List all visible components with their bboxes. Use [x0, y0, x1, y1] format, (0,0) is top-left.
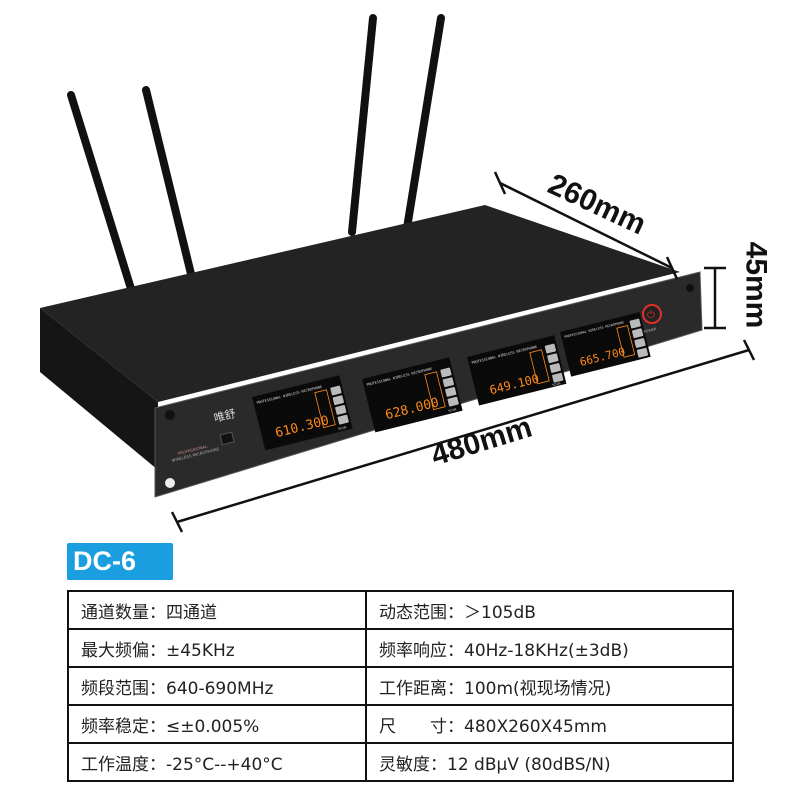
spec-cell: 尺 寸：480X260X45mm — [365, 704, 734, 744]
button[interactable] — [634, 338, 646, 348]
dimension-lines — [170, 171, 756, 533]
chassis-top — [40, 205, 680, 402]
chassis-side — [40, 308, 158, 470]
brand-logo: 唯舒 — [212, 406, 237, 425]
power-icon: ⏻ — [647, 310, 655, 321]
channel-display-1: PROFESSIONAL WIRELESS MICROPHONE 610.300… — [252, 375, 353, 451]
scan-button[interactable] — [552, 372, 564, 383]
antenna-2 — [142, 86, 196, 282]
scan-label: SCAN — [448, 407, 457, 413]
antenna-4 — [403, 14, 445, 232]
power-label: POWER — [643, 327, 657, 334]
channel-display-2: PROFESSIONAL WIRELESS MICROPHONE 628.000… — [362, 357, 463, 433]
button[interactable] — [547, 353, 559, 364]
spec-cell: 频段范围：640-690MHz — [67, 666, 367, 706]
scan-button[interactable] — [447, 396, 459, 407]
spec-cell: 通道数量：四通道 — [67, 590, 367, 630]
spec-cell: 灵敏度：12 dBμV (80dBS/N) — [365, 742, 734, 782]
spec-cell: 工作温度：-25°C--+40°C — [67, 742, 367, 782]
button[interactable] — [632, 328, 644, 339]
height-dimension-label: 45mm — [739, 241, 773, 329]
button[interactable] — [442, 377, 455, 388]
spec-cell: 频率响应：40Hz-18KHz(±3dB) — [365, 628, 734, 668]
antenna-1 — [67, 91, 136, 296]
scan-label: SCAN — [338, 425, 347, 431]
scan-label: SCAN — [552, 381, 561, 387]
rack-hole-icon — [686, 284, 694, 292]
table-row: 频率稳定：≤±0.005%尺 寸：480X260X45mm — [67, 704, 734, 744]
ir-window — [219, 431, 235, 446]
button[interactable] — [335, 405, 347, 415]
rack-hole-icon — [165, 478, 175, 488]
scan-button[interactable] — [636, 347, 649, 358]
scan-button[interactable] — [337, 414, 349, 425]
receiver-product-image: 唯舒 PROFESSIONAL WIRELESS MICROPHONE PROF… — [40, 14, 756, 533]
antennas — [67, 14, 445, 296]
spec-cell: 频率稳定：≤±0.005% — [67, 704, 367, 744]
spec-cell: 动态范围：＞105dB — [365, 590, 734, 630]
button[interactable] — [332, 395, 345, 406]
button[interactable] — [445, 387, 457, 397]
rack-hole-icon — [165, 410, 175, 420]
spec-cell: 工作距离：100m(视现场情况) — [365, 666, 734, 706]
button[interactable] — [544, 343, 557, 354]
button[interactable] — [440, 367, 452, 378]
antenna-3 — [348, 14, 377, 236]
channel-display-4: PROFESSIONAL WIRELESS MICROPHONE 665.700 — [560, 312, 651, 377]
spec-cell: 最大频偏：±45KHz — [67, 628, 367, 668]
model-badge: DC-6 — [67, 543, 173, 580]
button[interactable] — [629, 318, 641, 329]
button[interactable] — [549, 363, 561, 373]
button[interactable] — [330, 385, 342, 396]
table-row: 通道数量：四通道动态范围：＞105dB — [67, 590, 734, 630]
power-button[interactable]: ⏻ POWER — [642, 304, 662, 334]
